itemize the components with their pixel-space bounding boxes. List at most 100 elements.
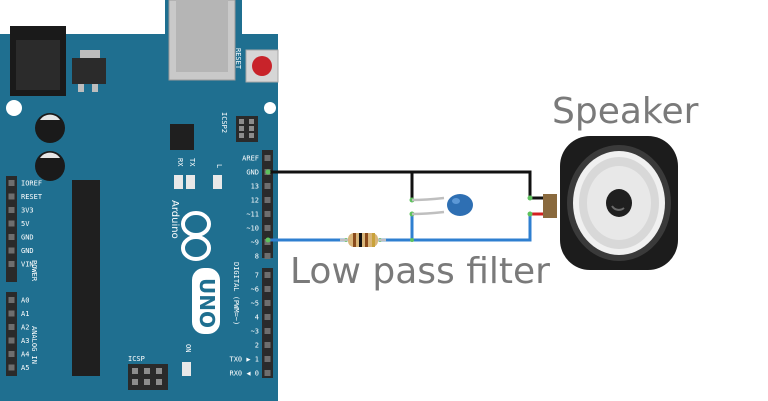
filter-label: Low pass filter (290, 251, 550, 292)
pin-label: ~9 (251, 239, 259, 247)
analog-header-title: ANALOG IN (30, 326, 38, 364)
header-pin-hole (264, 211, 271, 217)
led-label-l: L (215, 164, 223, 168)
reset-label: RESET (234, 48, 242, 70)
pin-label: A1 (21, 310, 29, 318)
header-pin-hole (264, 356, 271, 362)
rx-led (174, 175, 183, 189)
pin-label: 3V3 (21, 207, 34, 215)
pin-label: A0 (21, 297, 29, 305)
brand-name: Arduino (169, 200, 180, 239)
header-pin-hole (8, 234, 15, 240)
reset-button[interactable] (252, 56, 272, 76)
pin-label: GND (21, 247, 34, 255)
pin-label: 4 (255, 314, 259, 322)
atmega-chip (72, 180, 100, 376)
power-pin-list: IOREF RESET 3V3 5V GND GND VIN (8, 180, 43, 269)
gnd-wire (268, 170, 548, 200)
mounting-hole (6, 100, 22, 116)
pin-label: ~3 (251, 328, 259, 336)
icsp-label: ICSP (128, 355, 145, 363)
on-label: ON (184, 344, 192, 352)
header-pin-hole (264, 253, 271, 259)
header-pin-hole (264, 155, 271, 161)
header-pin-hole (8, 207, 15, 213)
header-pin-hole (264, 225, 271, 231)
header-pin-hole (264, 197, 271, 203)
pin-label: IOREF (21, 180, 42, 188)
header-pin-hole (8, 297, 15, 303)
header-pin-hole (264, 370, 271, 376)
digital-header-title: DIGITAL (PWM=~) (232, 262, 240, 325)
header-pin-hole (8, 310, 15, 317)
wire-joints (265, 169, 533, 243)
pin-label: RESET (21, 193, 43, 201)
pin-label: 2 (255, 342, 259, 350)
header-pin-hole (8, 193, 15, 200)
power-header (6, 176, 17, 282)
on-led (182, 362, 191, 376)
header-pin-hole (264, 342, 271, 348)
pin-label: A5 (21, 364, 29, 372)
icsp-header (128, 364, 168, 390)
electrolytic-capacitor (35, 151, 65, 181)
header-pin-hole (264, 328, 271, 334)
header-pin-hole (8, 324, 15, 330)
header-pin-hole (264, 314, 271, 320)
header-pin-hole (8, 220, 15, 227)
resistor-icon (340, 233, 386, 247)
speaker-label: Speaker (552, 91, 699, 132)
pin-label: GND (246, 169, 259, 177)
header-pin-hole (264, 183, 271, 189)
pin-label: ~11 (246, 211, 259, 219)
pin-label: ~6 (251, 286, 259, 294)
pin-label: AREF (242, 155, 259, 163)
header-pin-hole (8, 364, 15, 371)
analog-header (6, 292, 17, 376)
arduino-logo: Arduino (169, 200, 211, 261)
regulator-leg (92, 84, 98, 92)
pin-label: A3 (21, 337, 29, 345)
pin-label: A4 (21, 351, 29, 359)
speaker-icon (543, 136, 678, 270)
ceramic-capacitor-icon (411, 194, 473, 216)
tx-led (186, 175, 195, 189)
power-header-title: POWER (30, 260, 38, 282)
header-pin-hole (8, 351, 15, 357)
header-pin-hole (264, 272, 271, 278)
led-label-rx: RX (176, 158, 184, 167)
header-pin-hole (264, 300, 271, 306)
digital-header-top (262, 150, 273, 258)
uno-badge (192, 268, 220, 334)
header-pin-hole (8, 261, 15, 267)
header-pin-hole (8, 180, 15, 186)
header-pin-hole (8, 337, 15, 344)
arduino-board: RESET ICSP2 RX TX L Arduino UNO ON (0, 0, 279, 401)
pin-label: GND (21, 234, 34, 242)
pin-label: 13 (251, 183, 259, 191)
regulator-tab (80, 50, 100, 58)
pin-label: RX0 ◀ 0 (229, 370, 259, 378)
pin-label: 5V (21, 220, 30, 228)
led-label-tx: TX (188, 158, 196, 167)
pin-label: A2 (21, 324, 29, 332)
power-jack-inner (16, 40, 60, 90)
l-led (213, 175, 222, 189)
mounting-hole (264, 102, 276, 114)
model-name: UNO (195, 278, 219, 328)
usb-chip (170, 124, 194, 150)
regulator-leg (78, 84, 84, 92)
header-pin-hole (8, 247, 15, 254)
pin-label: 12 (251, 197, 259, 205)
digital-header-bottom (262, 268, 273, 378)
pin-label: 8 (255, 253, 259, 261)
usb-connector-inner (176, 0, 228, 72)
pin-label: ~5 (251, 300, 259, 308)
pin-label: VIN (21, 261, 34, 269)
icsp2-label: ICSP2 (220, 112, 228, 133)
pin-label: TX0 ▶ 1 (229, 356, 259, 364)
filter-output-wire (380, 216, 532, 242)
